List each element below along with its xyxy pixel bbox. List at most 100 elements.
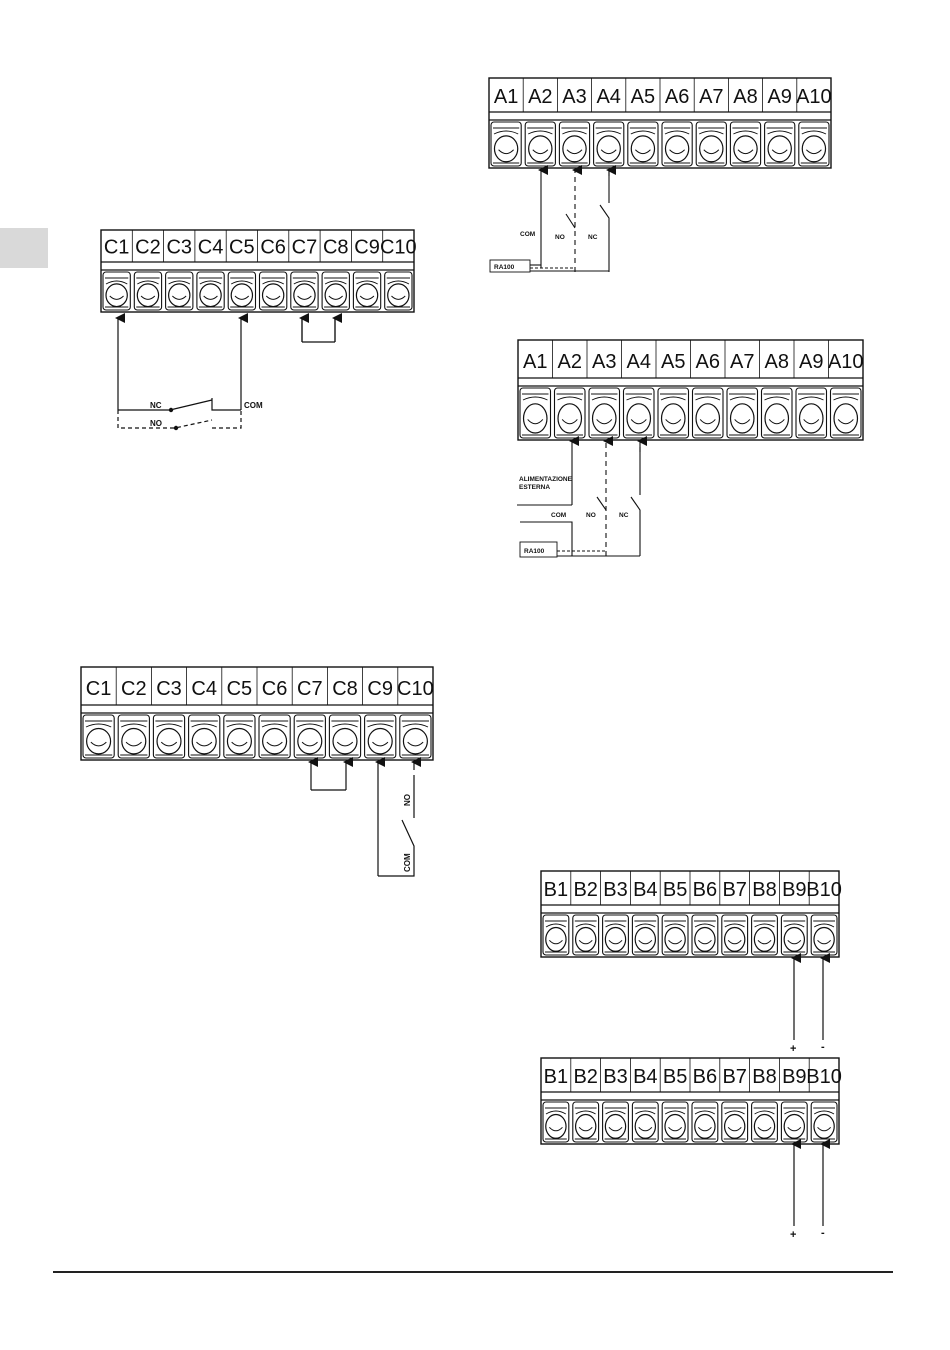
terminal-label-c9: C9 (354, 237, 380, 259)
wiring-a-ra100-internal (490, 170, 609, 272)
terminal-label-b4: B4 (633, 879, 657, 901)
terminal-screw-b10 (811, 915, 837, 955)
terminal-screw-a3 (589, 388, 620, 438)
terminal-label-b7: B7 (722, 1066, 746, 1088)
label-com-a-top: COM (520, 231, 535, 238)
label-com-c-bot: COM (403, 853, 412, 872)
terminal-screw-c3 (153, 715, 184, 758)
label-com: COM (244, 401, 263, 410)
terminal-screw-a10 (799, 122, 829, 166)
label-ra100-a-mid: RA100 (524, 548, 545, 555)
terminal-screw-b5 (662, 915, 688, 955)
terminal-screw-b5 (662, 1102, 688, 1142)
terminal-label-c10: C10 (397, 678, 434, 700)
terminal-screw-c5 (224, 715, 255, 758)
section-tab-marker (0, 228, 48, 268)
terminal-label-a3: A3 (592, 351, 616, 373)
terminal-screw-c7 (291, 272, 318, 310)
label-no: NO (150, 419, 162, 428)
terminal-label-b9: B9 (782, 1066, 806, 1088)
terminal-screw-a5 (658, 388, 689, 438)
terminal-label-b9: B9 (782, 879, 806, 901)
terminal-label-c6: C6 (260, 237, 286, 259)
terminal-label-c2: C2 (135, 237, 161, 259)
terminal-screw-a2 (525, 122, 555, 166)
terminal-screw-c8 (322, 272, 349, 310)
terminal-screw-b4 (632, 915, 658, 955)
terminal-screw-c7 (294, 715, 325, 758)
terminal-label-a5: A5 (631, 86, 655, 108)
terminal-screw-c1 (103, 272, 130, 310)
label-plus-b-lower: + (790, 1229, 796, 1241)
terminal-label-a9: A9 (799, 351, 823, 373)
terminal-label-b5: B5 (663, 879, 687, 901)
terminal-label-b6: B6 (693, 879, 717, 901)
terminal-screw-b6 (692, 915, 718, 955)
terminal-label-b10: B10 (806, 1066, 842, 1088)
terminal-screw-b9 (781, 1102, 807, 1142)
nc-contact-line (118, 398, 241, 410)
wire-a4-mid (631, 447, 640, 556)
terminal-label-b8: B8 (752, 879, 776, 901)
terminal-label-a1: A1 (494, 86, 518, 108)
terminal-screw-a7 (696, 122, 726, 166)
terminal-label-b6: B6 (693, 1066, 717, 1088)
terminal-label-b1: B1 (544, 879, 568, 901)
label-minus-b-lower: - (821, 1227, 825, 1239)
terminal-screw-a2 (555, 388, 586, 438)
terminal-screw-b8 (752, 915, 778, 955)
terminal-label-b7: B7 (722, 879, 746, 901)
terminal-screw-a5 (628, 122, 658, 166)
terminal-screw-b3 (603, 1102, 629, 1142)
label-supply-line2: ESTERNA (519, 484, 550, 491)
terminal-screw-a6 (662, 122, 692, 166)
terminal-label-c1: C1 (86, 678, 112, 700)
terminal-screw-a8 (762, 388, 793, 438)
terminal-label-c7: C7 (292, 237, 318, 259)
terminal-screw-b8 (752, 1102, 778, 1142)
terminal-screw-a8 (730, 122, 760, 166)
terminal-label-c10: C10 (380, 237, 417, 259)
terminal-label-a3: A3 (562, 86, 586, 108)
terminal-label-c6: C6 (262, 678, 288, 700)
terminal-label-b4: B4 (633, 1066, 657, 1088)
terminal-label-a1: A1 (523, 351, 547, 373)
terminal-label-a9: A9 (767, 86, 791, 108)
terminal-label-a7: A7 (730, 351, 754, 373)
terminal-label-c3: C3 (156, 678, 182, 700)
terminal-screw-b2 (573, 1102, 599, 1142)
terminal-label-a10: A10 (796, 86, 832, 108)
label-nc-a-mid: NC (619, 512, 629, 519)
wiring-b-lower (794, 1144, 823, 1226)
label-no-c-bot: NO (403, 794, 412, 806)
terminal-screw-c1 (83, 715, 114, 758)
label-supply-line1: ALIMENTAZIONE (519, 476, 573, 483)
terminal-screw-a6 (693, 388, 724, 438)
terminal-label-a4: A4 (596, 86, 620, 108)
terminal-label-c3: C3 (166, 237, 192, 259)
terminal-label-b3: B3 (603, 879, 627, 901)
terminal-label-a5: A5 (661, 351, 685, 373)
terminal-screw-a1 (491, 122, 521, 166)
terminal-screw-c3 (166, 272, 193, 310)
terminal-screw-c6 (260, 272, 287, 310)
terminal-label-a7: A7 (699, 86, 723, 108)
terminal-screw-c10 (400, 715, 431, 758)
terminal-label-a10: A10 (828, 351, 864, 373)
terminal-label-c4: C4 (191, 678, 217, 700)
terminal-label-a8: A8 (765, 351, 789, 373)
jumper-c7-c8 (302, 318, 335, 342)
wiring-c-nc-no (118, 318, 335, 430)
terminal-screw-b7 (722, 1102, 748, 1142)
terminal-label-b10: B10 (806, 879, 842, 901)
terminal-label-a6: A6 (665, 86, 689, 108)
label-no-a-mid: NO (586, 512, 596, 519)
terminal-screw-b2 (573, 915, 599, 955)
terminal-label-c7: C7 (297, 678, 323, 700)
